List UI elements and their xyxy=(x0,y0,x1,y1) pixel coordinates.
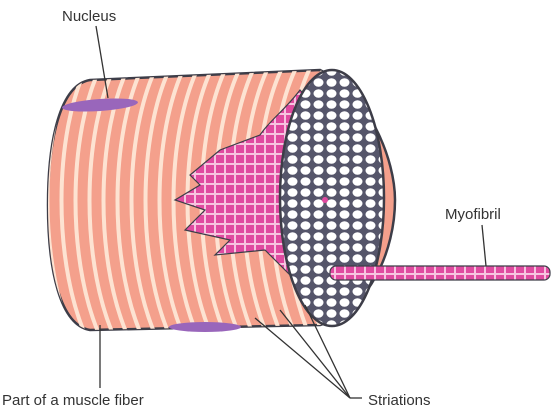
leader-line-striation-1 xyxy=(255,318,350,398)
myofibril-label: Myofibril xyxy=(445,206,501,223)
striations-label: Striations xyxy=(368,392,431,409)
leader-line-myofibril xyxy=(482,225,486,266)
nucleus-label: Nucleus xyxy=(62,8,116,25)
striation-band xyxy=(20,60,49,345)
nucleus-bottom xyxy=(169,322,241,332)
fiber-end-face xyxy=(280,70,384,326)
single-myofibril xyxy=(330,266,550,280)
muscle-fiber-label: Part of a muscle fiber xyxy=(2,392,144,409)
